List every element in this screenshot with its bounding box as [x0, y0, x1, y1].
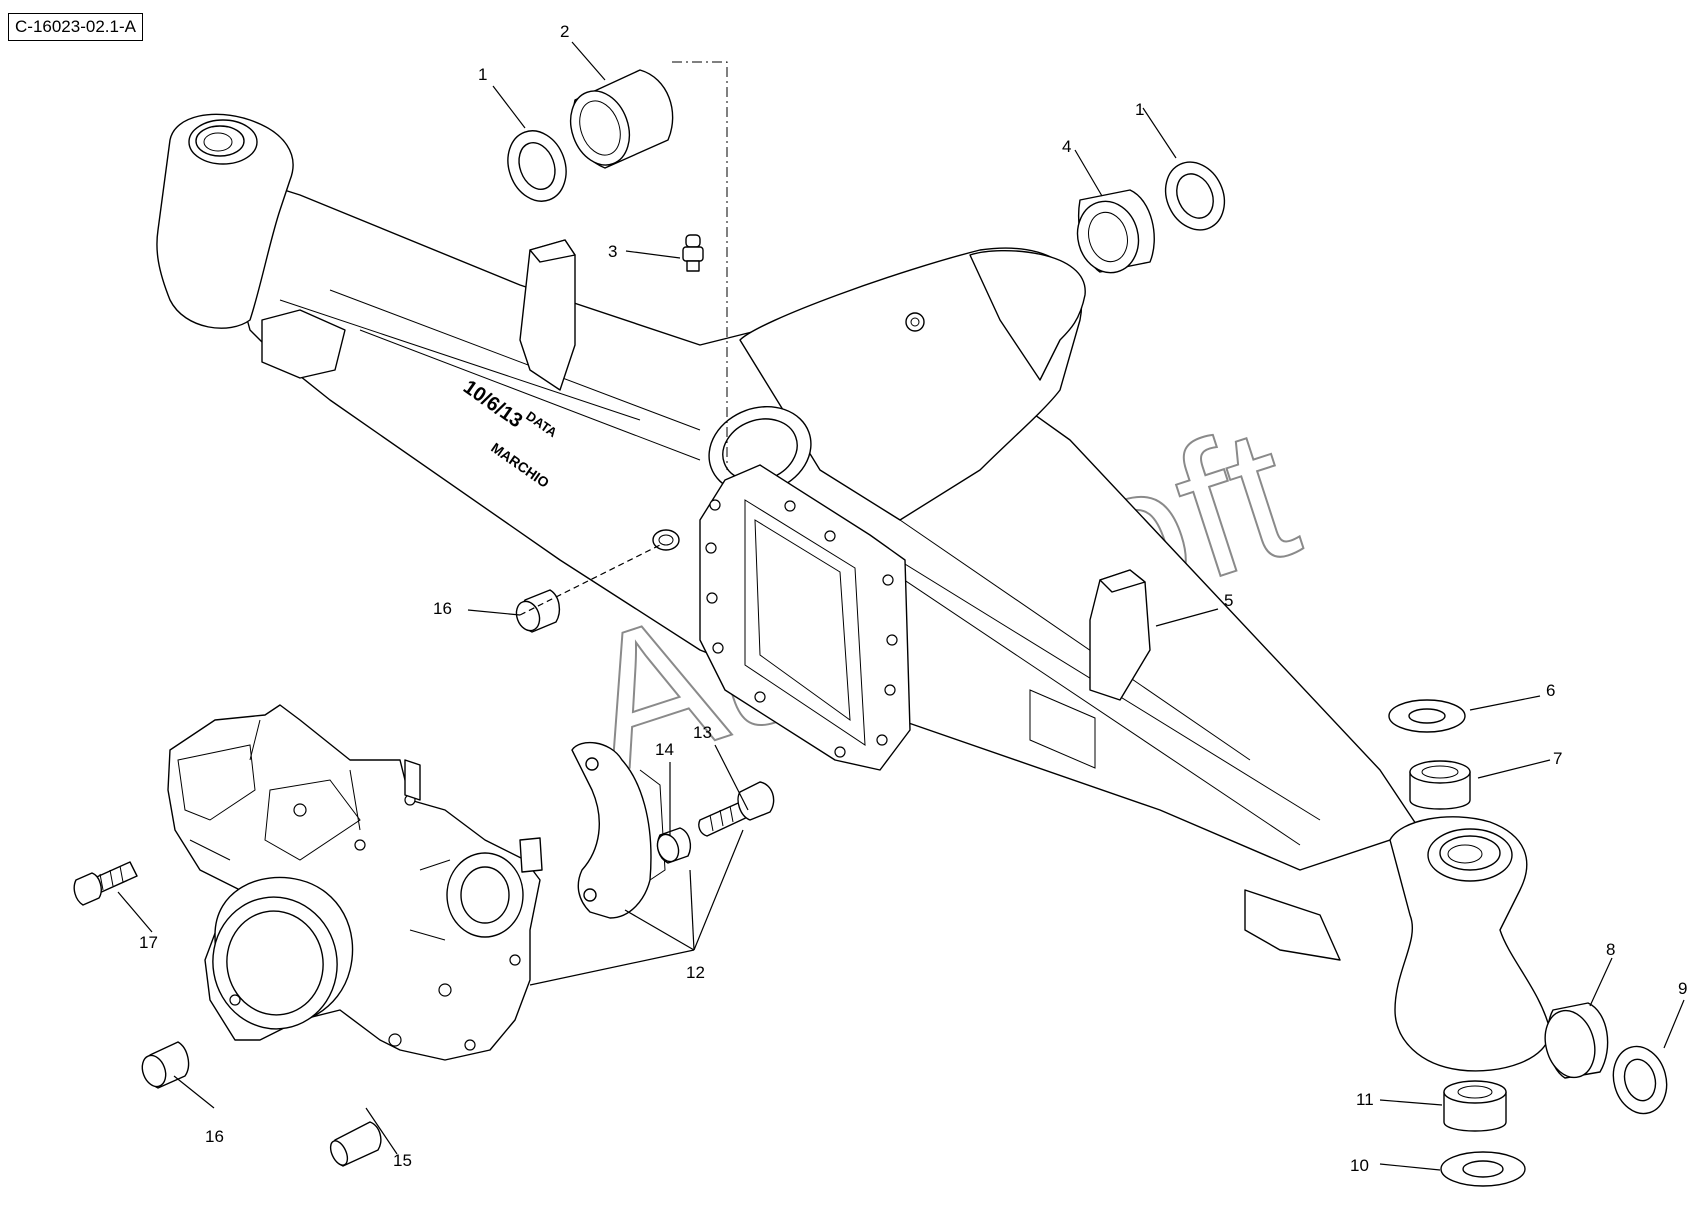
callout-16-lower: 16 [205, 1127, 224, 1146]
callout-17: 17 [139, 933, 158, 952]
part-washer-upper [1388, 699, 1466, 733]
part-seal-lower-right [1612, 1045, 1668, 1115]
part-washer-lower [1440, 1151, 1526, 1187]
differential-housing [167, 704, 543, 1061]
part-bushing-left [569, 69, 674, 169]
part-plug-lower [141, 1041, 190, 1089]
callout-16-upper: 16 [433, 599, 452, 618]
callout-3: 3 [608, 242, 617, 261]
callout-15: 15 [393, 1151, 412, 1170]
part-spacer-upper [1409, 760, 1471, 810]
callout-8: 8 [1606, 940, 1615, 959]
callout-4: 4 [1062, 137, 1071, 156]
callout-6: 6 [1546, 681, 1555, 700]
part-seal-left [507, 130, 567, 202]
callouts: 1 2 3 1 4 5 6 7 8 9 10 11 12 13 14 15 16… [139, 22, 1687, 1175]
axle-beam: 10/6/13 DATA MARCHIO [156, 113, 1551, 1072]
centerline [672, 61, 728, 470]
diagram-code-label: C-16023-02.1-A [8, 13, 143, 41]
callout-11: 11 [1356, 1090, 1374, 1109]
callout-1-right: 1 [1135, 100, 1144, 119]
part-seal-right [1164, 161, 1226, 231]
leader-lines [117, 41, 1685, 1171]
callout-2: 2 [560, 22, 569, 41]
part-grease-nipple [682, 234, 704, 272]
part-spacer-lower [1443, 1080, 1507, 1132]
part-dowel-pin [329, 1121, 382, 1167]
callout-10: 10 [1350, 1156, 1369, 1175]
part-bushing-right [1076, 189, 1155, 274]
callout-1-left: 1 [478, 65, 487, 84]
part-bearing-cap [571, 741, 666, 919]
part-bolt-cap [698, 781, 775, 837]
callout-13: 13 [693, 723, 712, 742]
part-bushing-lower-right [1544, 1002, 1609, 1079]
callout-9: 9 [1678, 979, 1687, 998]
part-bolt-housing [73, 861, 138, 906]
part-plug-upper [515, 589, 561, 633]
callout-7: 7 [1553, 749, 1562, 768]
callout-5: 5 [1224, 591, 1233, 610]
part-sleeve [656, 827, 692, 864]
callout-12: 12 [686, 963, 705, 982]
callout-14: 14 [655, 740, 674, 759]
